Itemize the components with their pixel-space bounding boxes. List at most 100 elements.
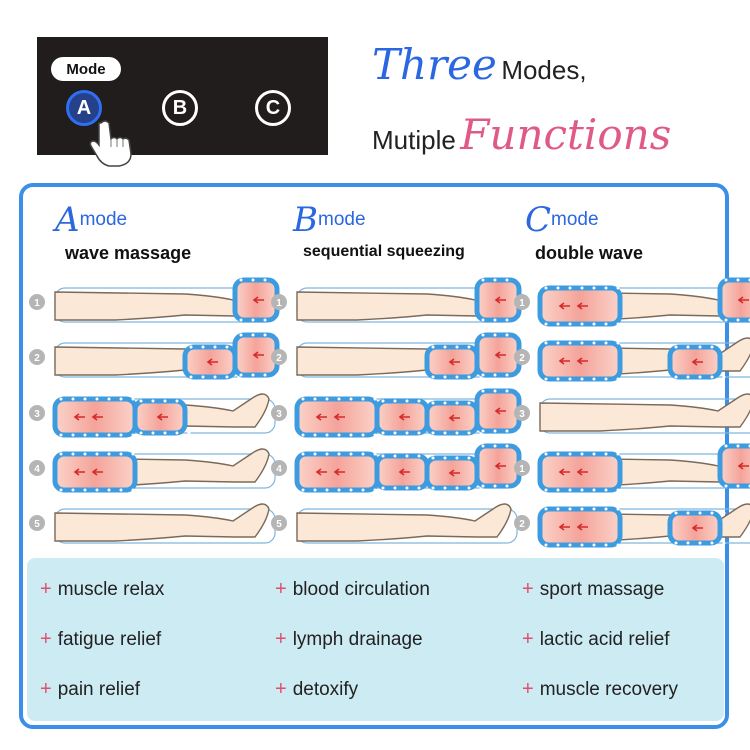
pressure-arrow-icon [576, 357, 588, 365]
cuff-dot [517, 318, 521, 322]
step-number-icon [29, 405, 45, 421]
cuff-dot [556, 452, 560, 456]
cuff-dot [301, 452, 305, 456]
step-number: 5 [34, 519, 40, 530]
cuff-dot [313, 397, 317, 401]
cuff-dot [592, 488, 596, 492]
cuff-dot [455, 486, 459, 490]
cuff-dot [493, 484, 497, 488]
mode-b-button[interactable]: B [162, 90, 198, 126]
cuff-dot [313, 452, 317, 456]
cuff-dot [493, 278, 497, 282]
headline-line-2: Mutiple Functions [372, 110, 671, 160]
cuff-dot [604, 543, 608, 547]
cuff-dot [505, 333, 509, 337]
step-number-icon [271, 460, 287, 476]
cuff-dot [373, 452, 377, 456]
cuff-dot [405, 399, 409, 403]
cuff-dot [736, 278, 740, 282]
mode-a-button[interactable]: A [66, 90, 102, 126]
pressure-arrow-icon [494, 296, 506, 304]
cuff-dot [455, 401, 459, 405]
headline-line-1: Three Modes, [372, 40, 587, 90]
cuff-dot [517, 444, 521, 448]
cuff-dot [616, 377, 620, 381]
mode-b-word: mode [318, 209, 366, 230]
cuff-dot [95, 488, 99, 492]
cuff-dot [674, 375, 678, 379]
cuff-dot [381, 454, 385, 458]
step-number: 2 [519, 353, 525, 364]
cuff-dot [592, 322, 596, 326]
cuff-dot [405, 486, 409, 490]
cuff-dot [467, 486, 471, 490]
cuff-dot [568, 286, 572, 290]
cuff-dot [213, 375, 217, 379]
plus-icon: + [522, 578, 534, 600]
headline-functions: Functions [460, 110, 672, 159]
pointing-hand-icon [89, 120, 132, 167]
cuff-dot [580, 377, 584, 381]
cuff-dot [505, 373, 509, 377]
cuff-dot [431, 375, 435, 379]
cuff-dot [592, 452, 596, 456]
mode-b-letter: B [293, 200, 318, 240]
cuff-dot [373, 433, 377, 437]
pressure-arrow-icon [73, 468, 85, 476]
cuff-dot [592, 507, 596, 511]
leg-shape [54, 503, 270, 542]
cuff-dot [313, 433, 317, 437]
cuff-dot [189, 345, 193, 349]
mode-c-button[interactable]: C [255, 90, 291, 126]
benefit-label: blood circulation [292, 579, 430, 600]
cuff-dot [580, 488, 584, 492]
cuff-dot [163, 431, 167, 435]
cuff-dot [443, 401, 447, 405]
pressure-arrow-icon [73, 413, 85, 421]
cuff-dot [592, 286, 596, 290]
pressure-arrow-icon [558, 357, 570, 365]
cuff-dot [107, 433, 111, 437]
pressure-arrow-icon [691, 358, 703, 366]
pressure-arrow-icon [91, 468, 103, 476]
cuff-dot [301, 488, 305, 492]
pressure-arrow-icon [576, 468, 588, 476]
cuff-dot [674, 345, 678, 349]
cuff-dot [251, 333, 255, 337]
step-number: 4 [34, 464, 40, 475]
cuff-dot [131, 433, 135, 437]
step-number: 5 [276, 519, 282, 530]
cuff-dot [393, 454, 397, 458]
cuff-dot [131, 397, 135, 401]
cuff-dot [431, 486, 435, 490]
cuff-dot [604, 377, 608, 381]
cuff-dot [568, 452, 572, 456]
cuff-dot [71, 452, 75, 456]
cuff-dot [517, 389, 521, 393]
cuff-dot [119, 397, 123, 401]
cuff-dot [119, 488, 123, 492]
step-number: 3 [34, 409, 40, 420]
benefit-label: fatigue relief [57, 629, 162, 650]
pressure-arrow-icon [576, 302, 588, 310]
cuff-dot [431, 345, 435, 349]
cuff-dot [580, 322, 584, 326]
cuff-dot [544, 452, 548, 456]
cuff-dot [263, 278, 267, 282]
cuff-dot [201, 375, 205, 379]
step-number: 4 [276, 464, 282, 475]
cuff-dot [493, 389, 497, 393]
plus-icon: + [275, 678, 287, 700]
cuff-dot [616, 341, 620, 345]
mode-b-header: Bmode sequential squeezing [293, 200, 503, 270]
cuff-dot [481, 318, 485, 322]
cuff-dot [698, 541, 702, 545]
cuff-dot [568, 488, 572, 492]
cuff-dot [544, 377, 548, 381]
step-number: 2 [34, 353, 40, 364]
cuff-dot [251, 373, 255, 377]
cuff-dot [337, 488, 341, 492]
benefit-item: +pain relief [40, 678, 140, 701]
cuff-dot [373, 397, 377, 401]
